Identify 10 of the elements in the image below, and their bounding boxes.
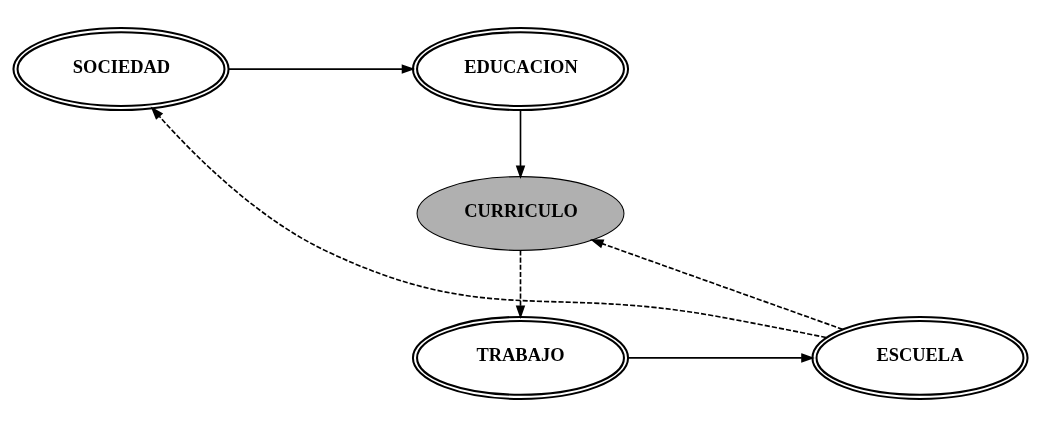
arrow bbox=[227, 64, 415, 74]
arrow bbox=[515, 109, 525, 180]
arrow bbox=[589, 239, 843, 331]
node-ellipse: TRABAJO bbox=[411, 315, 629, 400]
arrow bbox=[515, 249, 525, 319]
node-ellipse: SOCIEDAD bbox=[11, 27, 230, 112]
node-ellipse: EDUCACION bbox=[411, 27, 629, 112]
node-ellipse: ESCUELA bbox=[810, 315, 1029, 400]
arrow bbox=[626, 353, 815, 363]
arrow bbox=[150, 106, 827, 339]
